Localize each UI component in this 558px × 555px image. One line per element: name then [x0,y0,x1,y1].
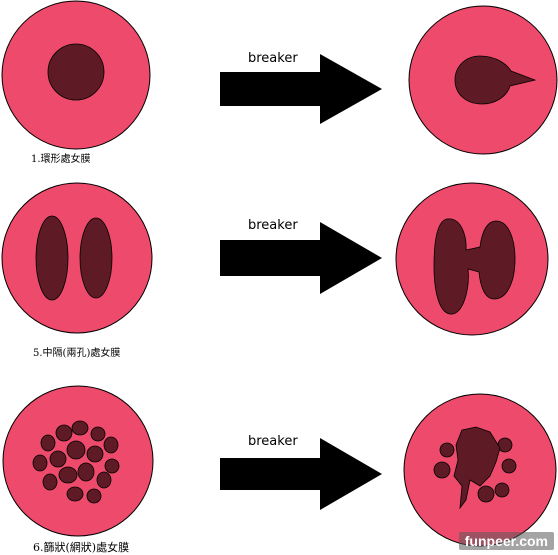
caption-septate-hymen: 5.中隔(兩孔)處女膜 [33,348,121,359]
arrow-right-icon [220,54,382,124]
arrow-label-breaker: breaker [248,434,298,449]
row-1 [1,0,558,155]
caption-cribriform-hymen: 6.篩狀(網狀)處女膜 [33,541,130,554]
arrow-label-breaker: breaker [248,51,298,66]
watermark: funpeer.com [458,532,554,550]
caption-annular-hymen: 1.環形處女膜 [31,154,91,165]
row-2 [1,182,549,336]
arrow-label-breaker: breaker [248,218,298,233]
arrow-right-icon [220,438,382,510]
arrow-right-icon [220,222,382,294]
torn-annular-hymen-icon [408,5,558,155]
row-3 [2,385,557,547]
cribriform-hymen-icon [2,385,154,537]
septate-hymen-icon [1,182,153,334]
annular-hymen-icon [1,0,151,150]
torn-cribriform-hymen-icon [403,393,557,547]
torn-septate-hymen-icon [395,182,549,336]
